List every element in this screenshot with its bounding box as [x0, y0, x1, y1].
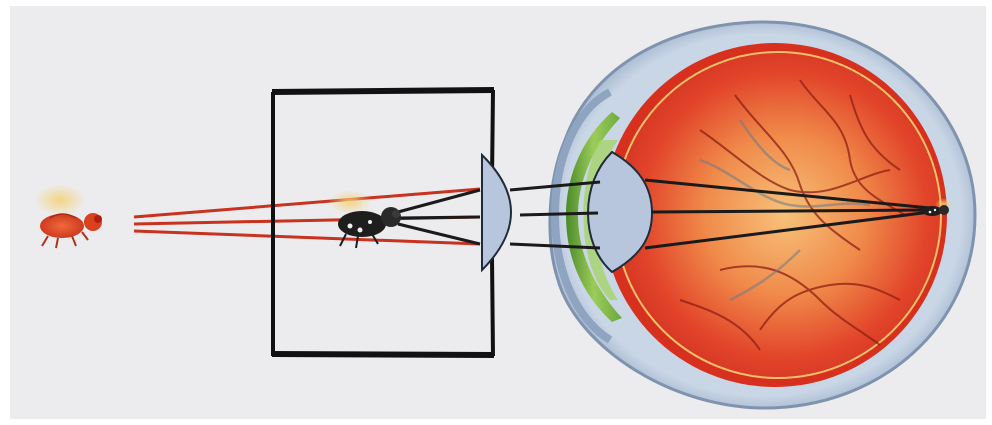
focused-ray-middle: [652, 210, 930, 212]
corrected-ray-middle: [520, 213, 598, 215]
image-fly-spot: [348, 224, 353, 229]
retina-fly-head: [939, 205, 949, 215]
image-fly-wing-glow: [328, 190, 372, 214]
virtual-ray-middle: [398, 217, 480, 218]
image-fly-eye: [392, 210, 400, 218]
fundus: [616, 53, 940, 377]
retina-fly-body: [922, 206, 942, 216]
retina-fly-spot: [929, 211, 932, 214]
real-fly-wing-glow: [34, 184, 86, 216]
frame-bottom: [272, 354, 494, 355]
real-fly-body: [40, 214, 84, 238]
image-fly-spot: [368, 220, 372, 224]
frame-top: [272, 90, 494, 92]
image-fly-spot: [358, 228, 363, 233]
image-fly-body: [338, 211, 386, 237]
retina-fly-spot: [934, 209, 936, 211]
real-fly-eye: [94, 215, 102, 223]
